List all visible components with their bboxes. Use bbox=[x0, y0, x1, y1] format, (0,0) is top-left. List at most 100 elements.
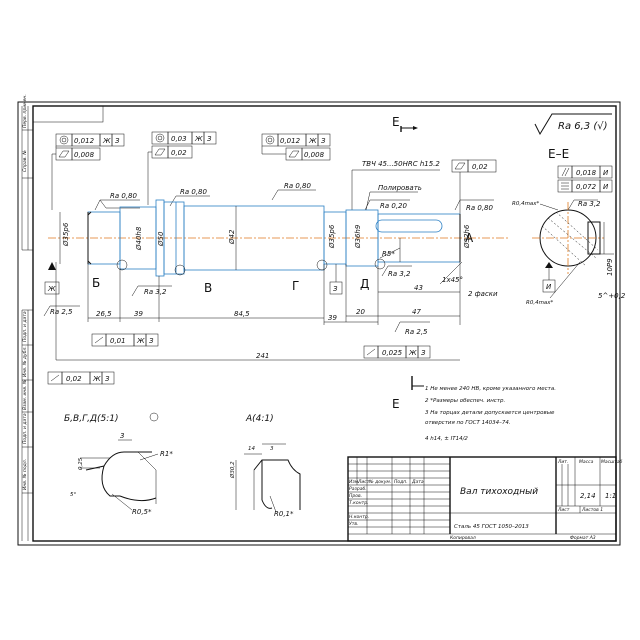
fillet-r5: R5* bbox=[382, 250, 395, 258]
roughness-r6: Ra 3,2 bbox=[131, 285, 172, 297]
svg-text:Ra 0,80: Ra 0,80 bbox=[284, 182, 312, 190]
datum-z: З bbox=[329, 264, 343, 295]
side-label-podp1: Подп. и дата bbox=[22, 311, 28, 342]
tolerance-frame-2: 0,03 Ж З 0,02 bbox=[147, 131, 217, 205]
tolerance-frame-4: 0,02 bbox=[451, 159, 497, 215]
roughness-r4: Ra 0,20 bbox=[364, 199, 410, 211]
svg-text:Копировал: Копировал bbox=[450, 535, 476, 541]
svg-text:З: З bbox=[421, 349, 426, 357]
svg-text:0,01: 0,01 bbox=[110, 337, 126, 345]
detail-view-bvgd: Б,В,Г,Д(5:1) 0,25 3 R1* R0,5* 5° bbox=[64, 412, 173, 516]
roughness-r1: Ra 0,80 bbox=[94, 192, 140, 211]
svg-text:З: З bbox=[115, 137, 120, 145]
svg-text:0,02: 0,02 bbox=[171, 149, 187, 157]
svg-text:0,25: 0,25 bbox=[78, 457, 84, 470]
svg-text:Ж: Ж bbox=[47, 285, 56, 293]
svg-text:Ж: Ж bbox=[102, 137, 111, 145]
svg-text:Е: Е bbox=[392, 115, 400, 129]
svg-text:3: 3 bbox=[270, 446, 274, 452]
svg-text:R1*: R1* bbox=[160, 450, 173, 458]
side-label-inv-dubl: Инв. № дубл. bbox=[22, 346, 28, 377]
tolerance-frame-b2: 0,02 Ж З bbox=[47, 371, 115, 385]
side-label-inv-podl: Инв. № подл. bbox=[22, 459, 28, 490]
svg-text:Ø30,2: Ø30,2 bbox=[229, 461, 236, 479]
svg-text:Ж: Ж bbox=[308, 137, 317, 145]
svg-text:№ докум.: № докум. bbox=[368, 479, 391, 485]
svg-text:Подп.: Подп. bbox=[394, 479, 408, 485]
diameter-d6: Ø36h9 bbox=[354, 224, 362, 249]
svg-text:Ra 0,20: Ra 0,20 bbox=[380, 202, 408, 210]
svg-text:Ж: Ж bbox=[408, 349, 417, 357]
svg-text:0,03: 0,03 bbox=[171, 135, 187, 143]
svg-text:1 Не менее 240 НВ, кроме указа: 1 Не менее 240 НВ, кроме указанного мест… bbox=[425, 386, 556, 392]
diameter-d5: Ø35р6 bbox=[328, 224, 336, 249]
svg-text:Ra 0,80: Ra 0,80 bbox=[180, 188, 208, 196]
svg-text:Лист: Лист bbox=[557, 507, 570, 513]
part-name: Вал тихоходный bbox=[460, 487, 538, 497]
scale-value: 1:1 bbox=[605, 492, 616, 500]
detail-letter-a: А bbox=[465, 231, 474, 245]
technical-notes: 1 Не менее 240 НВ, кроме указанного мест… bbox=[425, 386, 556, 442]
svg-text:241: 241 bbox=[256, 352, 269, 360]
roughness-r3: Ra 0,80 bbox=[271, 182, 316, 201]
title-block: Изм. Лист № докум. Подп. Дата Разраб. Пр… bbox=[347, 456, 623, 542]
svg-text:Е: Е bbox=[392, 397, 400, 411]
detail-letter-g: Г bbox=[292, 279, 299, 293]
svg-text:0,025: 0,025 bbox=[382, 349, 403, 357]
tolerance-frame-3: 0,012 Ж З 0,008 bbox=[261, 133, 331, 161]
mass-value: 2,14 bbox=[580, 492, 596, 500]
svg-text:47: 47 bbox=[412, 308, 421, 316]
svg-text:Ra 3,2: Ra 3,2 bbox=[388, 270, 411, 278]
svg-text:Ra 3,2: Ra 3,2 bbox=[144, 288, 167, 296]
detail-title-1: Б,В,Г,Д(5:1) bbox=[64, 414, 118, 424]
svg-text:З: З bbox=[149, 337, 154, 345]
linear-dimensions: 26,5 39 84,5 39 20 47 43 241 bbox=[55, 262, 461, 361]
svg-text:Масса: Масса bbox=[579, 459, 594, 465]
diameter-d7: Ø32h6 bbox=[463, 224, 471, 249]
tolerance-frame-b3: 0,025 Ж З bbox=[363, 345, 431, 359]
svg-text:3: 3 bbox=[120, 432, 124, 440]
svg-text:И: И bbox=[603, 169, 609, 177]
svg-text:4 h14, ± IT14/2: 4 h14, ± IT14/2 bbox=[425, 436, 468, 442]
diameter-labels: Ø35р6 Ø40h8 Ø50 Ø42 Ø35р6 Ø36h9 Ø32h6 bbox=[59, 206, 471, 270]
svg-text:0,02: 0,02 bbox=[66, 375, 82, 383]
svg-text:ТВЧ 45...50HRC h15.2: ТВЧ 45...50HRC h15.2 bbox=[362, 160, 440, 168]
detail-letter-b: Б bbox=[92, 276, 100, 290]
roughness-r5: Ra 0,80 bbox=[454, 199, 494, 212]
svg-text:5°: 5° bbox=[70, 492, 76, 498]
svg-text:5^+0,2: 5^+0,2 bbox=[598, 292, 626, 300]
section-title: Е–Е bbox=[548, 147, 569, 161]
svg-text:Пров.: Пров. bbox=[349, 493, 362, 499]
detail-title-2: А(4:1) bbox=[245, 414, 274, 424]
svg-text:84,5: 84,5 bbox=[234, 310, 250, 318]
svg-text:Разраб.: Разраб. bbox=[349, 486, 367, 492]
side-label-perv: Перв. примен. bbox=[22, 94, 28, 128]
svg-text:Формат А3: Формат А3 bbox=[570, 535, 596, 541]
svg-text:0,072: 0,072 bbox=[576, 183, 597, 191]
svg-text:0,02: 0,02 bbox=[472, 163, 488, 171]
roughness-r8: Ra 3,2 bbox=[381, 265, 412, 278]
section-e-e: Е–Е 10Р9 5^+0,2 0,018 И 0,072 И R0,4max*… bbox=[512, 147, 626, 306]
general-roughness: Ra 6,3 (√) bbox=[534, 113, 612, 136]
svg-text:3 На торцах детали допускается: 3 На торцах детали допускается центровые bbox=[425, 410, 555, 416]
svg-text:Ra 6,3 (√): Ra 6,3 (√) bbox=[558, 121, 608, 132]
svg-text:2 *Размеры обеспеч. инстр.: 2 *Размеры обеспеч. инстр. bbox=[425, 398, 506, 404]
datum-zh: Ж bbox=[44, 262, 60, 295]
svg-text:10Р9: 10Р9 bbox=[606, 258, 614, 276]
svg-text:43: 43 bbox=[414, 284, 423, 292]
svg-text:Лит.: Лит. bbox=[557, 459, 568, 465]
svg-text:20: 20 bbox=[356, 308, 365, 316]
sheet-border bbox=[17, 101, 621, 546]
roughness-r9: Ra 2,5 bbox=[394, 321, 430, 336]
svg-text:26,5: 26,5 bbox=[96, 310, 112, 318]
section-marker-top: Е bbox=[392, 115, 418, 132]
svg-text:отверстия по ГОСТ 14034–74.: отверстия по ГОСТ 14034–74. bbox=[425, 420, 511, 426]
svg-text:Ж: Ж bbox=[136, 337, 145, 345]
svg-text:14: 14 bbox=[248, 446, 255, 452]
diameter-d3: Ø50 bbox=[157, 231, 165, 247]
svg-text:Ж: Ж bbox=[92, 375, 101, 383]
roughness-r10: Ra 3,2 bbox=[567, 199, 601, 211]
tolerance-frame-1: 0,012 Ж З 0,008 bbox=[51, 133, 125, 210]
section-marker-bottom: Е bbox=[392, 376, 424, 411]
